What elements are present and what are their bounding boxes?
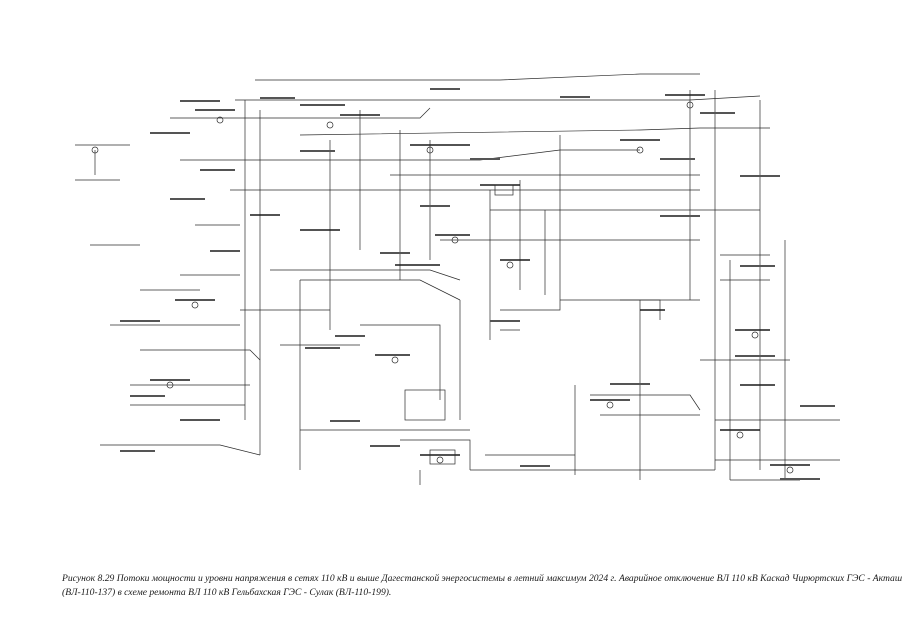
power-network-schematic xyxy=(0,0,905,560)
equipment-symbols xyxy=(91,101,794,474)
network-lines xyxy=(75,74,840,485)
value-labels xyxy=(120,88,835,480)
bus-bars xyxy=(150,95,810,465)
caption-line-2: (ВЛ-110-137) в схеме ремонта ВЛ 110 кВ Г… xyxy=(62,587,392,598)
caption-line-1: Рисунок 8.29 Потоки мощности и уровни на… xyxy=(62,573,903,584)
figure-caption: Рисунок 8.29 Потоки мощности и уровни на… xyxy=(62,572,903,600)
